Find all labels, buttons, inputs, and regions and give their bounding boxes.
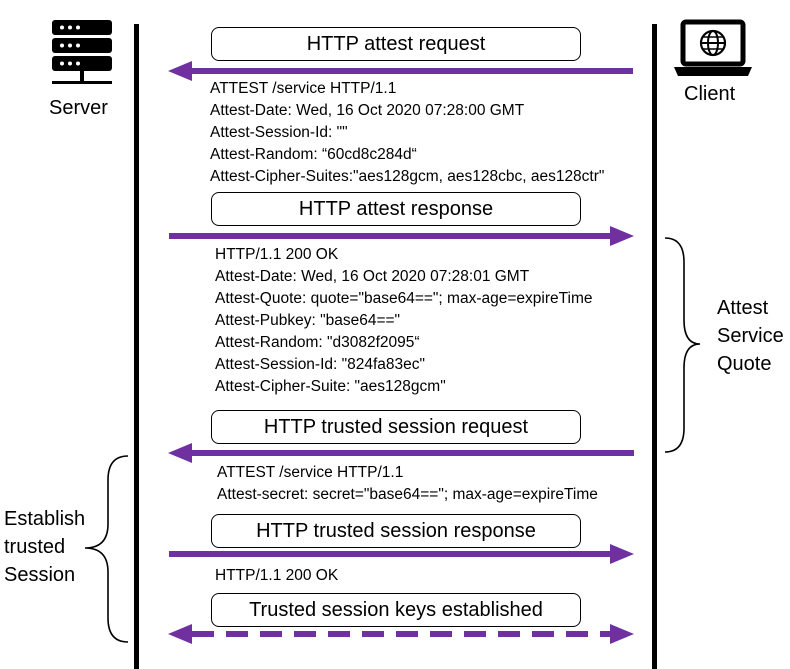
- message-trusted-session-request: HTTP trusted session request: [211, 410, 581, 444]
- header-line: Attest-Date: Wed, 16 Oct 2020 07:28:00 G…: [210, 102, 525, 119]
- header-line: ATTEST /service HTTP/1.1: [210, 80, 397, 97]
- group-label-line: trusted: [4, 536, 66, 558]
- header-line: ATTEST /service HTTP/1.1: [217, 464, 404, 481]
- arrow-trusted-session-response: [169, 544, 634, 564]
- client-lifeline: [652, 24, 657, 669]
- header-line: Attest-Random: “60cd8c284d“: [210, 146, 417, 163]
- server-label: Server: [49, 97, 108, 119]
- header-line: HTTP/1.1 200 OK: [215, 246, 339, 263]
- header-line: Attest-Session-Id: "": [210, 124, 348, 141]
- header-line: Attest-Quote: quote="base64=="; max-age=…: [215, 290, 593, 307]
- arrow-trusted-session-request: [168, 443, 634, 463]
- establish-session-brace: [84, 455, 129, 643]
- header-line: Attest-Session-Id: "824fa83ec": [215, 356, 426, 373]
- laptop-globe-icon: [674, 19, 752, 76]
- header-line: Attest-Pubkey: "base64==": [215, 312, 401, 329]
- header-line: Attest-Random: "d3082f2095“: [215, 334, 420, 351]
- header-line: Attest-secret: secret="base64=="; max-ag…: [217, 486, 598, 503]
- server-lifeline: [134, 24, 139, 669]
- establish-session-label: Establish trusted Session: [4, 505, 85, 589]
- group-label-line: Session: [4, 564, 76, 586]
- arrow-attest-request: [168, 61, 633, 81]
- header-line: Attest-Date: Wed, 16 Oct 2020 07:28:01 G…: [215, 268, 530, 285]
- header-line: Attest-Cipher-Suites:"aes128gcm, aes128c…: [210, 168, 605, 185]
- arrow-attest-response: [169, 226, 634, 246]
- attest-quote-label: Attest Service Quote: [717, 294, 784, 378]
- message-attest-request: HTTP attest request: [211, 27, 581, 61]
- message-session-keys-established: Trusted session keys established: [211, 593, 581, 627]
- header-line: HTTP/1.1 200 OK: [215, 567, 339, 584]
- message-trusted-session-response: HTTP trusted session response: [211, 514, 581, 548]
- message-attest-response: HTTP attest response: [211, 192, 581, 226]
- header-line: Attest-Cipher-Suite: "aes128gcm": [215, 378, 446, 395]
- group-label-line: Attest: [717, 297, 769, 319]
- group-label-line: Establish: [4, 508, 86, 530]
- client-label: Client: [684, 83, 736, 105]
- attest-quote-brace: [664, 237, 701, 453]
- arrow-session-keys-established: [168, 624, 634, 644]
- server-rack-icon: [52, 20, 112, 84]
- group-label-line: Quote: [717, 353, 772, 375]
- group-label-line: Service: [717, 325, 784, 347]
